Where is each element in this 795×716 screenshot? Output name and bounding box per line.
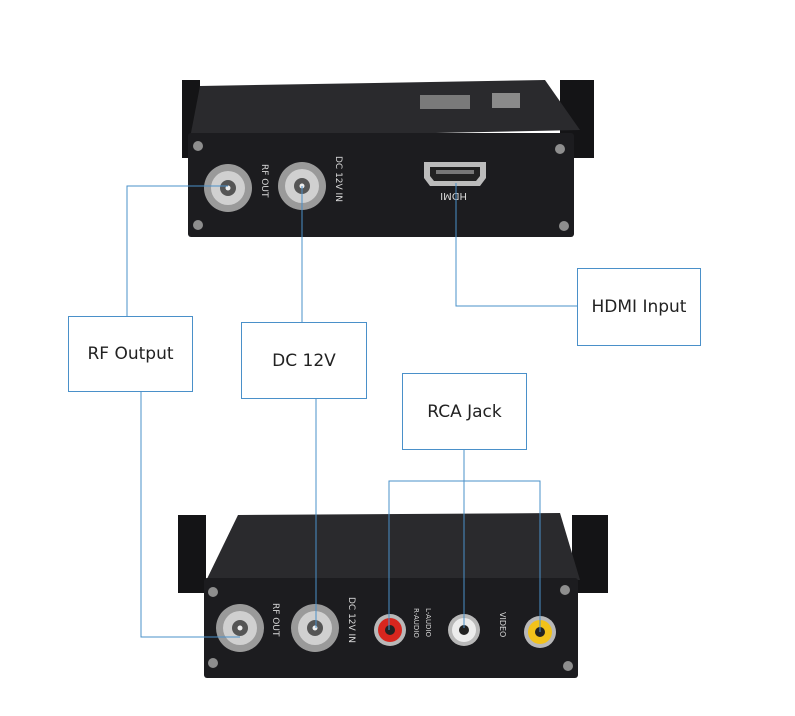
top-rf-out-label: RF OUT (259, 164, 269, 198)
top-label-sticker-2 (492, 93, 520, 108)
screw-icon (559, 221, 569, 231)
rca-jack-callout: RCA Jack (402, 373, 527, 450)
hdmi-leader-line (455, 183, 577, 307)
screw-icon (555, 144, 565, 154)
rca-bracket-leader-line (388, 480, 541, 632)
hdmi-port-icon (424, 162, 486, 186)
screw-icon (193, 220, 203, 230)
rf-output-callout: RF Output (68, 316, 193, 392)
r-audio-label: R-AUDIO (412, 608, 420, 638)
bottom-dc-connector-icon (291, 604, 339, 652)
top-hdmi-label: HDMI (440, 190, 467, 201)
l-audio-label: L-AUDIO (424, 608, 432, 638)
screw-icon (193, 141, 203, 151)
screw-icon (560, 585, 570, 595)
bottom-device: RF OUT DC 12V IN R-AUDIO L-AUDIO VIDEO (178, 513, 608, 678)
hdmi-input-callout: HDMI Input (577, 268, 701, 346)
video-label: VIDEO (498, 612, 507, 637)
top-device: RF OUT DC 12V IN HDMI (182, 80, 594, 237)
leader-lines (126, 183, 577, 638)
bottom-rf-out-label: RF OUT (270, 603, 280, 637)
top-dc-in-label: DC 12V IN (333, 156, 343, 202)
bottom-left-flange (178, 515, 206, 593)
top-label-sticker (420, 95, 470, 109)
top-rf-connector-icon (204, 164, 252, 212)
screw-icon (208, 587, 218, 597)
bottom-device-lid (204, 513, 580, 585)
rf-top-leader-line (126, 185, 228, 316)
rca-white-jack-icon (448, 614, 480, 646)
rca-red-jack-icon (374, 614, 406, 646)
top-device-lid (190, 80, 580, 138)
bottom-dc-in-label: DC 12V IN (346, 597, 356, 643)
top-front-panel (188, 133, 574, 237)
bottom-rf-connector-icon (216, 604, 264, 652)
dc-12v-callout: DC 12V (241, 322, 367, 399)
rf-bottom-leader-line (140, 390, 240, 638)
screw-icon (208, 658, 218, 668)
screw-icon (563, 661, 573, 671)
